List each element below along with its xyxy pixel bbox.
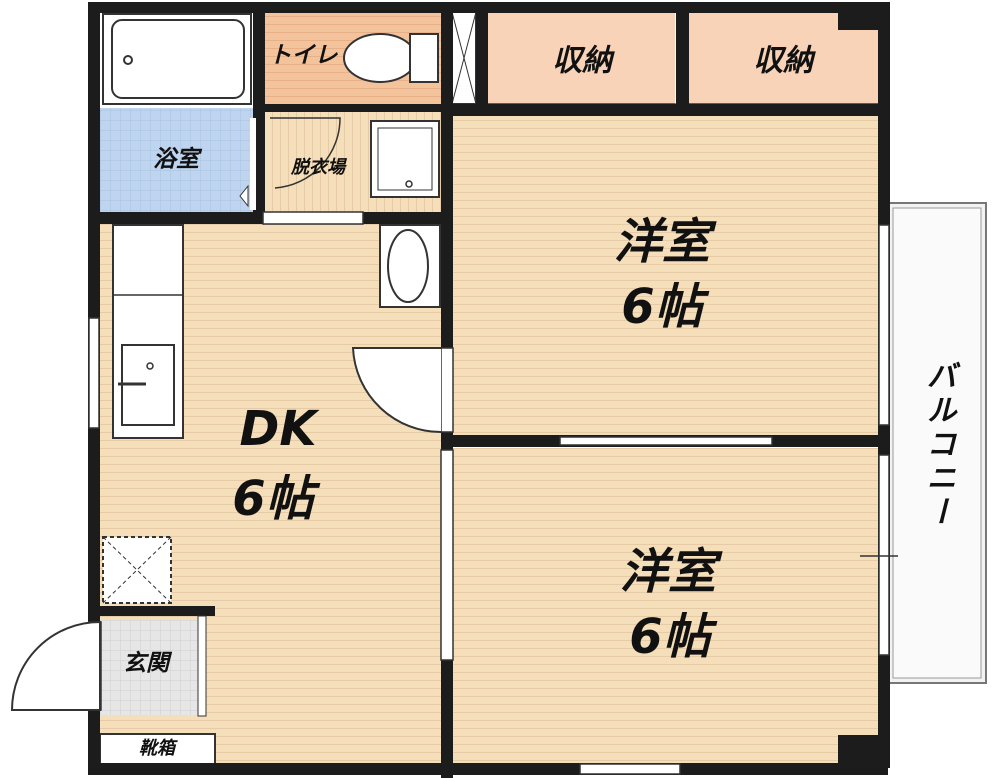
toilet-name: トイレ <box>269 43 339 69</box>
toilet-fixture <box>343 33 439 83</box>
bathtub <box>102 13 252 105</box>
western-room-1-size: 6帖 <box>621 279 709 335</box>
western-room-1-name: 洋室 <box>614 214 717 270</box>
washing-machine-pan <box>370 120 440 198</box>
entrance-floor <box>100 620 205 715</box>
western-room-2-name: 洋室 <box>620 544 723 600</box>
dk-size: 6帖 <box>232 471 320 527</box>
storage-1-floor <box>487 12 675 104</box>
shoe-box-name: 靴箱 <box>139 738 178 759</box>
western-room-1-floor <box>453 115 880 437</box>
balcony-name: バルコニー <box>921 360 956 530</box>
entrance-name: 玄関 <box>123 651 173 677</box>
storage-2-name: 収納 <box>753 44 816 79</box>
washbasin <box>379 224 441 308</box>
refrigerator-space <box>102 536 172 604</box>
shoe-box <box>99 733 216 765</box>
windows <box>88 224 890 775</box>
kitchen-counter <box>112 224 184 439</box>
western-room-2-size: 6帖 <box>629 609 717 665</box>
balcony <box>887 202 987 684</box>
pipe-shaft <box>451 11 477 105</box>
western-room-2-floor <box>453 448 880 763</box>
bath-name: 浴室 <box>153 146 203 173</box>
dressing-room-name: 脱衣場 <box>290 157 348 178</box>
bath-floor <box>100 108 253 213</box>
doors <box>10 117 898 717</box>
dk-name: DK <box>239 401 320 457</box>
storage-1-name: 収納 <box>552 44 615 79</box>
